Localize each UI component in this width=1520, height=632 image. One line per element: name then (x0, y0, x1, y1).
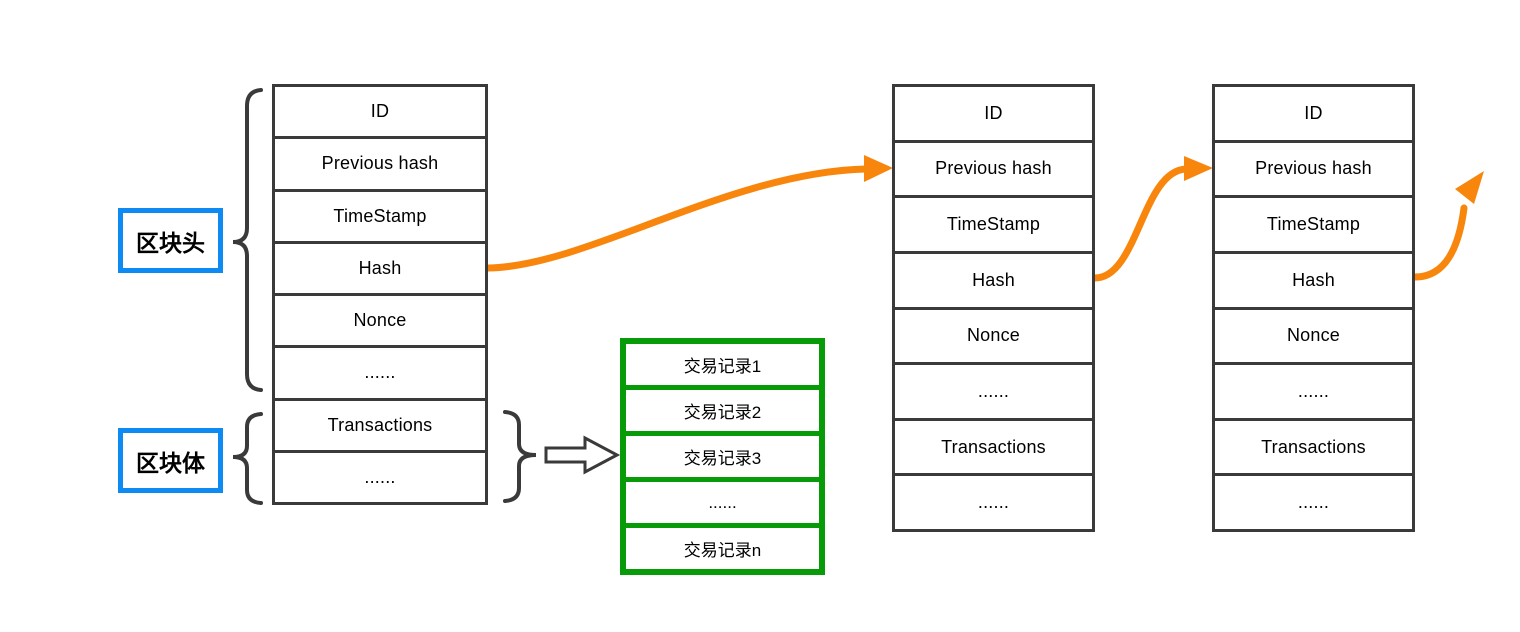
header-brace (232, 88, 263, 392)
transaction-row: 交易记录3 (626, 431, 819, 477)
block-row: Transactions (275, 397, 485, 450)
block-row: Previous hash (275, 136, 485, 188)
transaction-row: 交易记录2 (626, 385, 819, 431)
block-row: Hash (895, 250, 1092, 307)
block-row: Hash (1215, 250, 1412, 307)
body-brace (232, 412, 263, 505)
block-row: Nonce (1215, 306, 1412, 363)
transaction-list: 交易记录1 交易记录2 交易记录3 ...... 交易记录n (620, 338, 825, 575)
block-row: ID (1304, 102, 1323, 123)
block-row: ID (370, 101, 390, 122)
block-row: Nonce (895, 306, 1092, 363)
block-1: ID Previous hash TimeStamp Hash Nonce ..… (272, 84, 488, 505)
block-row: ...... (275, 345, 485, 397)
block-row: TimeStamp (1215, 195, 1412, 251)
transactions-brace (503, 410, 537, 503)
hash-link-arrow-1-head (864, 155, 893, 182)
block-row: Transactions (1215, 417, 1412, 474)
block-row: TimeStamp (275, 188, 485, 241)
block-2: ID Previous hash TimeStamp Hash Nonce ..… (892, 84, 1095, 532)
block-row: Previous hash (895, 139, 1092, 196)
block-row: ...... (1215, 473, 1412, 529)
transaction-row: 交易记录1 (683, 357, 762, 376)
transaction-row: 交易记录n (626, 523, 819, 569)
hash-link-arrow-3 (1411, 204, 1468, 281)
block-row: ID (984, 102, 1003, 123)
block-row: TimeStamp (895, 195, 1092, 251)
block-row: Nonce (275, 293, 485, 345)
block-row: Transactions (895, 417, 1092, 474)
hash-link-arrow-2 (1091, 165, 1190, 282)
block-row: ...... (275, 449, 485, 502)
block-body-label: 区块体 (118, 428, 223, 493)
expand-arrow-icon (544, 435, 621, 475)
hash-link-arrow-1 (484, 165, 870, 272)
block-row: ...... (895, 362, 1092, 418)
block-row: Previous hash (1215, 139, 1412, 196)
transaction-row: ...... (626, 477, 819, 523)
block-3: ID Previous hash TimeStamp Hash Nonce ..… (1212, 84, 1415, 532)
hash-link-arrow-3-head (1455, 171, 1484, 204)
block-row: Hash (275, 240, 485, 293)
hash-link-arrow-2-head (1184, 156, 1213, 181)
block-row: ...... (895, 473, 1092, 529)
block-header-label: 区块头 (118, 208, 223, 273)
block-row: ...... (1215, 362, 1412, 418)
